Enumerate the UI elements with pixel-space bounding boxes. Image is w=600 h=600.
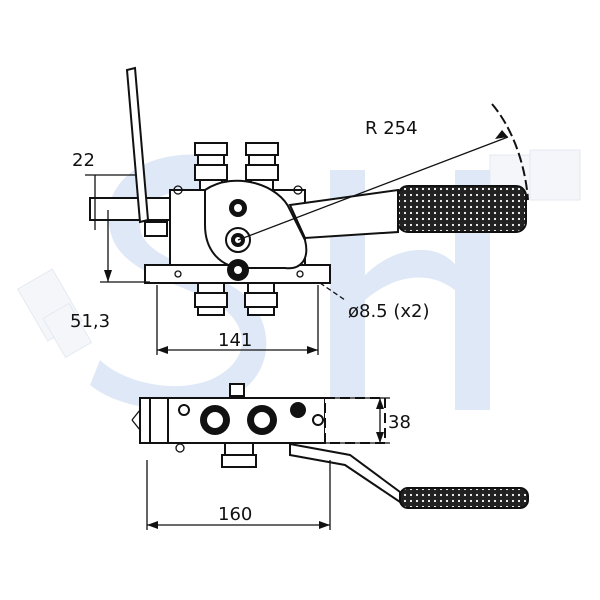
hole-spec-label: ø8.5 (x2) [348,301,430,322]
radius-label: R 254 [365,118,418,139]
radius-arc [491,103,529,201]
height-22-label: 22 [72,150,95,171]
height-38-label: 38 [388,412,411,433]
vertical-lever [125,66,150,224]
width-160-label: 160 [218,504,252,525]
radius-line [237,136,509,241]
bottom-port-right [244,282,278,316]
bottom-port-left [194,282,228,316]
lever-arm [288,188,399,240]
knurled-handle-icon [397,185,527,233]
left-stub [89,197,171,221]
side-knurled-handle-icon [399,487,529,509]
watermark-fitting-left [16,268,93,359]
valve-front-view [85,66,529,355]
width-141-label: 141 [218,330,252,351]
side-lever [289,442,401,504]
top-port-left [194,142,228,191]
height-51-label: 51,3 [70,311,110,332]
valve-side-view [131,383,529,530]
